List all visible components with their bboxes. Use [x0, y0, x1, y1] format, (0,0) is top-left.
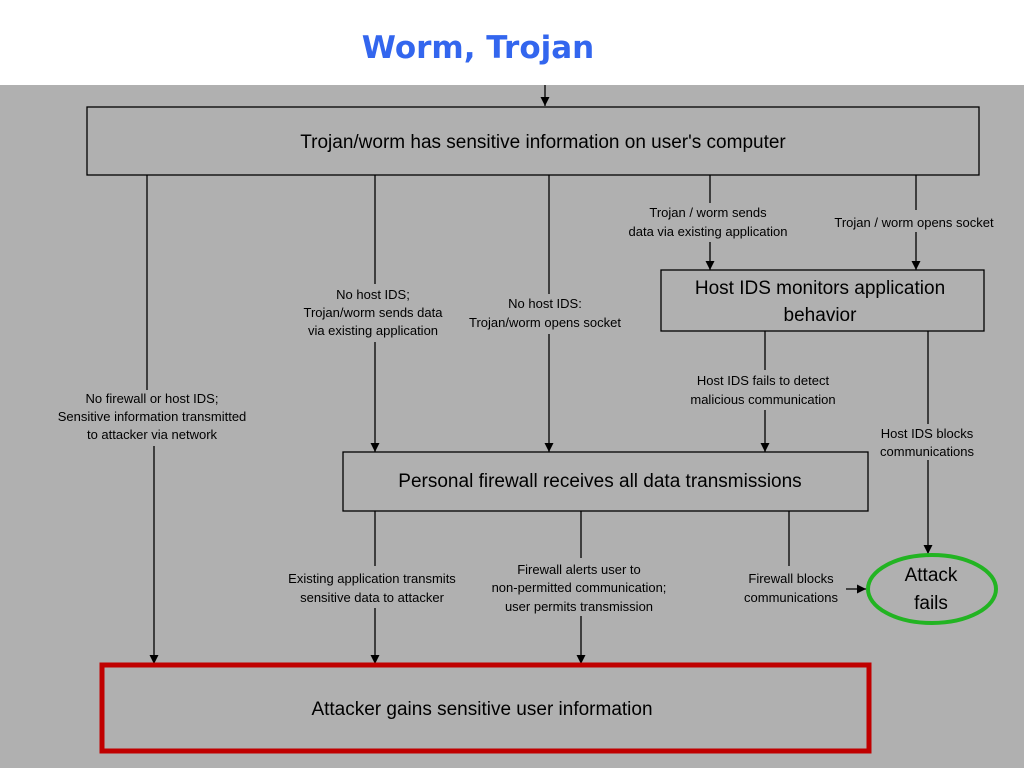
label-firewall-alerts-line2: non-permitted communication;: [492, 580, 667, 595]
node-host-ids-line1: Host IDS monitors application: [695, 278, 945, 299]
label-firewall-blocks-line1: Firewall blocks: [748, 571, 834, 586]
label-sends-existing-app-line1: Trojan / worm sends: [649, 205, 767, 220]
node-firewall-label: Personal firewall receives all data tran…: [398, 471, 801, 492]
node-attack-fails: Attack fails: [866, 553, 998, 625]
label-sends-existing-app-line2: data via existing application: [629, 224, 788, 239]
label-no-host-ids-app-line1: No host IDS;: [336, 287, 410, 302]
label-host-ids-blocks-line2: communications: [880, 444, 974, 459]
label-firewall-alerts-line3: user permits transmission: [505, 599, 653, 614]
slide-title: Worm, Trojan: [361, 30, 595, 66]
label-existing-app-transmits-line2: sensitive data to attacker: [300, 590, 444, 605]
label-no-host-ids-socket-line1: No host IDS:: [508, 296, 582, 311]
label-host-ids-blocks: Host IDS blocks communications: [880, 426, 974, 459]
label-no-host-ids-app-line2: Trojan/worm sends data: [304, 305, 444, 320]
label-host-ids-fails-line2: malicious communication: [690, 392, 835, 407]
label-host-ids-fails: Host IDS fails to detect malicious commu…: [690, 373, 835, 407]
label-opens-socket: Trojan / worm opens socket: [834, 215, 994, 230]
label-firewall-blocks-line2: communications: [744, 590, 838, 605]
label-no-firewall-line2: Sensitive information transmitted: [58, 409, 247, 424]
node-attacker-gains-label: Attacker gains sensitive user informatio…: [311, 699, 652, 720]
label-no-firewall: No firewall or host IDS; Sensitive infor…: [58, 391, 247, 442]
label-firewall-blocks: Firewall blocks communications: [744, 571, 838, 605]
label-firewall-alerts-line1: Firewall alerts user to: [517, 562, 641, 577]
label-sends-existing-app: Trojan / worm sends data via existing ap…: [629, 205, 788, 239]
label-existing-app-transmits-line1: Existing application transmits: [288, 571, 456, 586]
label-no-host-ids-socket: No host IDS: Trojan/worm opens socket: [469, 296, 621, 330]
node-host-ids-line2: behavior: [784, 305, 858, 326]
node-start: Trojan/worm has sensitive information on…: [86, 106, 980, 176]
edges: [146, 85, 933, 664]
label-host-ids-blocks-line1: Host IDS blocks: [881, 426, 974, 441]
label-no-host-ids-socket-line2: Trojan/worm opens socket: [469, 315, 621, 330]
node-attack-fails-line1: Attack: [905, 565, 958, 586]
label-no-firewall-line1: No firewall or host IDS;: [86, 391, 219, 406]
node-firewall: Personal firewall receives all data tran…: [342, 451, 869, 512]
label-existing-app-transmits: Existing application transmits sensitive…: [288, 571, 456, 605]
diagram-panel: [0, 85, 1024, 768]
node-attack-fails-line2: fails: [914, 593, 948, 614]
node-host-ids: Host IDS monitors application behavior: [660, 269, 985, 332]
label-no-host-ids-app-line3: via existing application: [308, 323, 438, 338]
label-no-host-ids-app: No host IDS; Trojan/worm sends data via …: [304, 287, 444, 338]
node-attacker-gains: Attacker gains sensitive user informatio…: [99, 662, 872, 754]
node-start-label: Trojan/worm has sensitive information on…: [300, 132, 786, 153]
label-opens-socket-line1: Trojan / worm opens socket: [834, 215, 994, 230]
label-firewall-alerts: Firewall alerts user to non-permitted co…: [492, 562, 667, 614]
label-no-firewall-line3: to attacker via network: [87, 427, 218, 442]
label-host-ids-fails-line1: Host IDS fails to detect: [697, 373, 830, 388]
